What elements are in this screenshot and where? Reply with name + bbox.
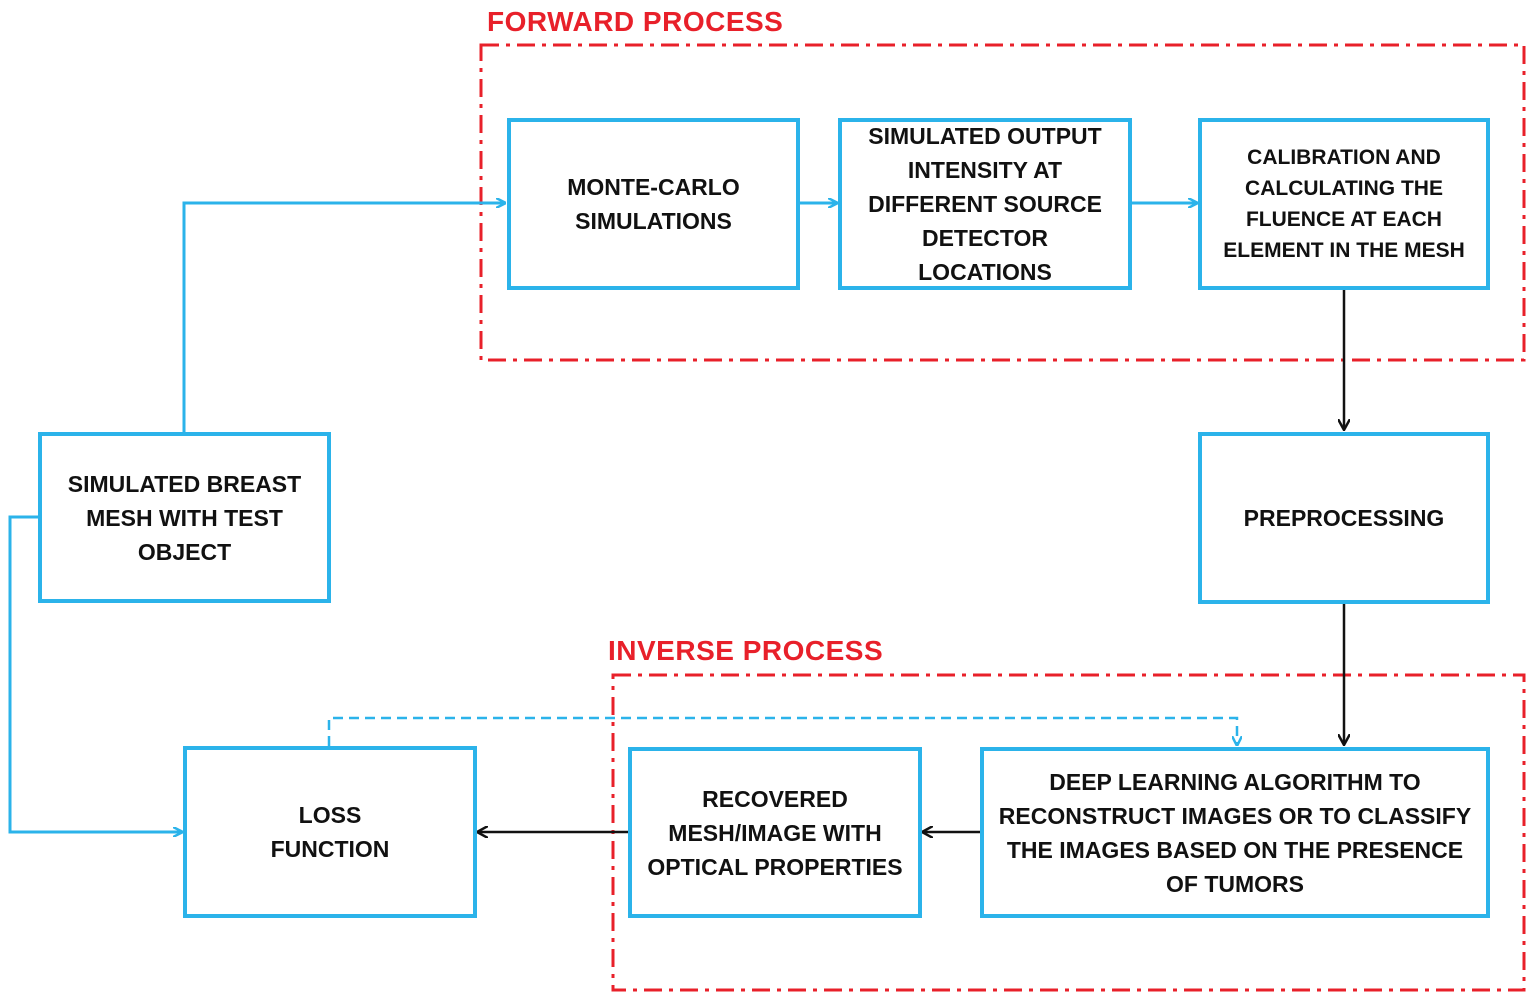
- preprocessing-box: PREPROCESSING: [1198, 432, 1490, 604]
- loss-function-box: LOSS FUNCTION: [183, 746, 477, 918]
- calibration-box: CALIBRATION AND CALCULATING THE FLUENCE …: [1198, 118, 1490, 290]
- recovered-mesh-box: RECOVERED MESH/IMAGE WITH OPTICAL PROPER…: [628, 747, 922, 918]
- recovered-mesh-label: RECOVERED MESH/IMAGE WITH OPTICAL PROPER…: [647, 785, 903, 880]
- monte-carlo-box: MONTE-CARLO SIMULATIONS: [507, 118, 800, 290]
- breast-mesh-box: SIMULATED BREAST MESH WITH TEST OBJECT: [38, 432, 331, 603]
- breast-mesh-label: SIMULATED BREAST MESH WITH TEST OBJECT: [67, 470, 302, 565]
- simulated-output-label: SIMULATED OUTPUT INTENSITY AT DIFFERENT …: [868, 123, 1102, 285]
- deep-learning-box: DEEP LEARNING ALGORITHM TO RECONSTRUCT I…: [980, 747, 1490, 918]
- preprocessing-label: PREPROCESSING: [1243, 505, 1445, 531]
- forward-process-title: FORWARD PROCESS: [487, 6, 784, 37]
- inverse-process-title: INVERSE PROCESS: [608, 635, 884, 666]
- simulated-output-box: SIMULATED OUTPUT INTENSITY AT DIFFERENT …: [838, 118, 1132, 290]
- monte-carlo-label: MONTE-CARLO SIMULATIONS: [567, 174, 740, 234]
- arrow-mesh-to-loss: [8, 515, 182, 832]
- calibration-label: CALIBRATION AND CALCULATING THE FLUENCE …: [1223, 146, 1465, 262]
- deep-learning-label: DEEP LEARNING ALGORITHM TO RECONSTRUCT I…: [998, 768, 1472, 897]
- arrow-mesh-to-montecarlo: [182, 203, 505, 432]
- arrow-loss-feedback-dashed: [327, 716, 1237, 746]
- loss-function-label: LOSS FUNCTION: [270, 802, 390, 862]
